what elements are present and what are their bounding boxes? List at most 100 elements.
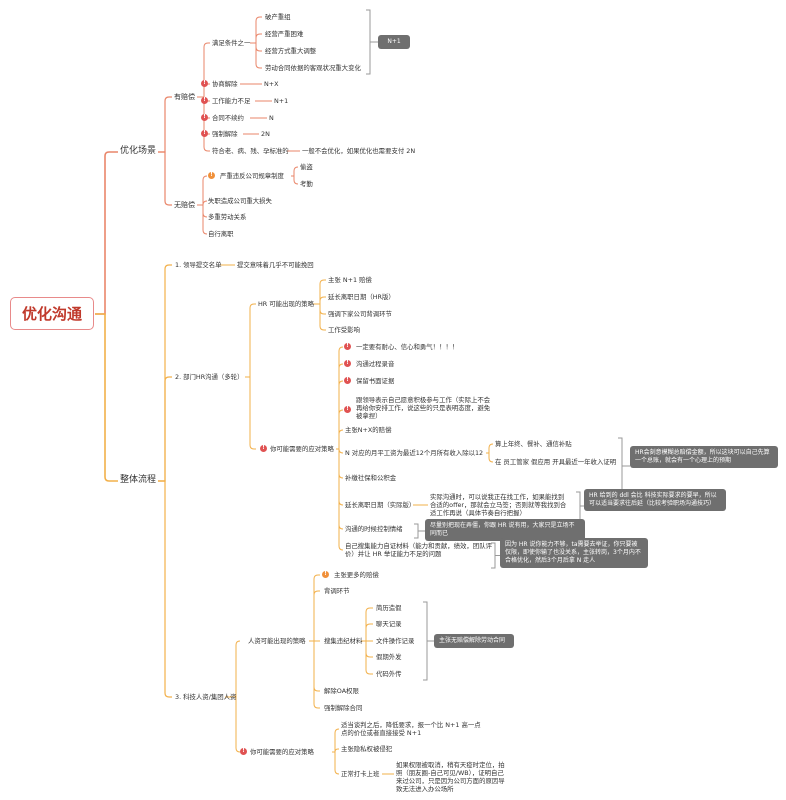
strategy-item[interactable]: 沟通的时候控制情绪 [345,525,403,533]
connector-line [197,200,208,206]
hr-strategy-item[interactable]: 强调下家公司背调环节 [328,310,392,318]
connector-line [225,640,241,698]
evidence-item[interactable]: 聊天记录 [376,620,402,628]
hr-strategy-item[interactable]: 延长离职日期（HR版） [328,293,395,301]
violation-label[interactable]: 严重违反公司规章制度 [220,172,284,180]
violation-item[interactable]: 考勤 [300,180,313,188]
connector-line [95,151,118,315]
hr3-item[interactable]: 背调环节 [324,587,350,595]
connector-line [313,296,326,305]
case-label[interactable]: 工作能力不足 [212,97,251,105]
connector-line [336,429,344,450]
connector-line [309,574,320,642]
connector-line [250,42,262,69]
your3-strategy-label[interactable]: 你可能需要的应对策略 [250,748,314,756]
connector-line [158,480,172,698]
connector-line [197,42,210,98]
connector-line [245,303,256,378]
node-process[interactable]: 整体流程 [120,475,157,485]
hr3-item[interactable]: 主张更多的赔偿 [334,571,379,579]
node-scenarios[interactable]: 优化场景 [120,146,157,156]
bracket-line [423,601,434,681]
condition-item[interactable]: 劳动合同依据的客观状况重大变化 [265,64,361,72]
clockin-detail[interactable]: 如果权限被取消，稍有天疫时定位，拍照（朋友圈-自己可见/WB），证明自己来过公司… [396,761,505,793]
case-value[interactable]: N+1 [274,97,289,105]
step2-label[interactable]: 2. 部门HR沟通（多轮） [175,373,244,381]
special-label[interactable]: 符合老、病、残、孕标准的 [212,147,289,155]
strategy-item[interactable]: 沟通过程录音 [356,360,395,368]
step3-label[interactable]: 3. 科技人资/集团人资 [175,693,237,701]
evidence-item[interactable]: 简历造假 [376,604,402,612]
case-value[interactable]: 2N [261,130,270,138]
hr-strategy-item[interactable]: 工作受影响 [328,326,360,334]
strategy-item[interactable]: 一定要有耐心、信心和勇气！！！！ [356,343,459,351]
note-n-plus-1: N+1 [378,35,410,49]
strategy-item[interactable]: 自己搜集能力自证材料（能力和贡献，绩效，团队评价）并让 HR 举证能力不足的问题 [345,542,492,558]
evidence-item[interactable]: 文件操作记录 [376,637,415,645]
special-value[interactable]: 一般不会优化，如果优化也需要支付 2N [302,147,416,155]
hr3-item[interactable]: 解除OA权限 [324,687,359,695]
uncompensated-item[interactable]: 多重劳动关系 [208,213,247,221]
connector-line [158,264,172,482]
connector-line [158,151,172,206]
evidence-item[interactable]: 代码外传 [376,670,402,678]
evidence-item[interactable]: 假期外发 [376,653,402,661]
connector-line [361,640,373,675]
violation-item[interactable]: 偷盗 [300,163,313,171]
connector-line [309,590,320,642]
connector-line [332,751,340,775]
evidence-note: 因为 HR 说你能力不够，ta需要去举证，你只要被仅限，即使你输了也没关系，主张… [500,538,648,568]
warning-red-icon: ! [201,97,208,104]
case-label[interactable]: 强制解除 [212,130,238,138]
step1-label[interactable]: 1. 领导提交名单 [175,261,222,269]
case-label[interactable]: 协商解除 [212,80,238,88]
condition-item[interactable]: 经营方式重大调整 [265,47,317,55]
warning-red-icon: ! [344,406,351,413]
connector-line [361,640,373,658]
root-node[interactable]: 优化沟通 [10,297,94,330]
connector-line [95,313,118,482]
salary-note: HR会刻意模糊总赔偿金额，所以这块可以自己先算一个总账，就会有一个心理上的预期 [630,446,778,468]
uncompensated-item[interactable]: 失职造成公司重大损失 [208,197,272,205]
node-uncompensated[interactable]: 无赔偿 [174,201,195,209]
uncompensated-item[interactable]: 自行离职 [208,230,234,238]
condition-item[interactable]: 经营严重困难 [265,30,304,38]
your-strategy-label[interactable]: 你可能需要的应对策略 [270,445,334,453]
connector-line [225,696,241,753]
strategy-item[interactable]: 主张N+X的赔偿 [345,426,392,434]
your3-item[interactable]: 适当谈判之后，降低要求，报一个比 N+1 高一点点的价位或者直接接受 N+1 [341,721,481,737]
connector-line [158,376,172,482]
your3-item[interactable]: 正常打卡上班 [341,770,380,778]
warning-red-icon: ! [344,377,351,384]
case-label[interactable]: 合同不续约 [212,114,244,122]
strategy-item[interactable]: 保留书面证据 [356,377,395,385]
connector-line [332,728,340,753]
hr-strategy-item[interactable]: 主张 N+1 赔偿 [328,276,372,284]
bracket-line [366,9,378,75]
connector-line [197,96,210,152]
hr-strategy-label[interactable]: HR 可能出现的策略 [258,300,315,308]
connector-line [291,166,299,177]
node-conditions[interactable]: 满足条件之一 [212,39,251,47]
condition-item[interactable]: 破产重组 [265,13,291,21]
salary-item[interactable]: 算上年终、餐补、通信补贴 [495,440,572,448]
hr3-item[interactable]: 强制解除合同 [324,704,363,712]
bracket-line [414,523,425,539]
step1-child[interactable]: 提交意味着几乎不可能挽回 [237,261,314,269]
strategy-item[interactable]: N 对应的月平工资为最近12个月所有收入除以12 [345,449,484,457]
hr3-strategy-label[interactable]: 人资可能出现的策略 [248,637,306,645]
salary-item[interactable]: 在 员工管家 假应用 开具最近一年收入证明 [495,458,617,466]
your3-item[interactable]: 主张隐私权被侵犯 [341,745,393,753]
connector-line [336,346,344,450]
node-compensated[interactable]: 有赔偿 [174,93,195,101]
strategy-item[interactable]: 补缴社保和公积金 [345,474,397,482]
case-value[interactable]: N+X [264,80,279,88]
strategy-item[interactable]: 延长离职日期（实际版） [345,501,416,509]
bracket-line [491,542,500,569]
connector-line [313,279,326,305]
extend-detail[interactable]: 实际沟通时，可以说我正在找工作，如果能找到合适的offer，那就会立马签；否则就… [430,493,567,517]
hr3-item[interactable]: 搜集违纪材料 [324,637,363,645]
connector-line [313,303,326,331]
strategy-item[interactable]: 跟领导表示自己愿意积极参与工作（实际上不会再给你安排工作，说这些的只是表明态度，… [356,396,491,420]
case-value[interactable]: N [269,114,274,122]
